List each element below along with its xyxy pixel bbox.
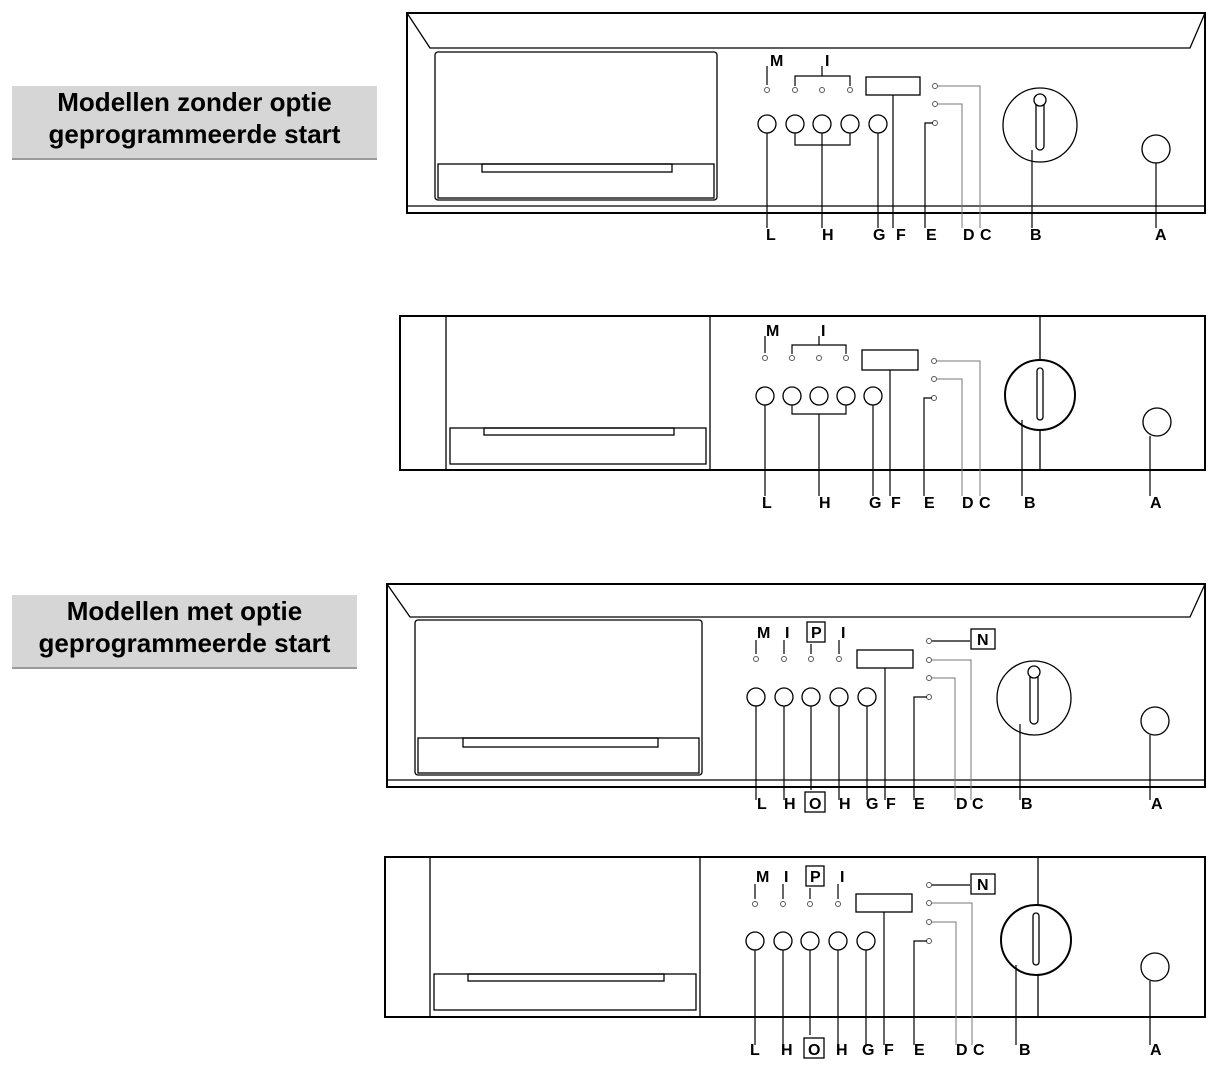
callout-c: C xyxy=(973,1042,985,1059)
callout-e: E xyxy=(914,1042,925,1059)
callout-e: E xyxy=(926,227,937,244)
panel-3: M I P I N L H O H G F E D C B A xyxy=(386,583,1206,813)
callout-c: C xyxy=(979,495,991,512)
section-label-line2: geprogrammeerde start xyxy=(48,119,341,149)
callout-f: F xyxy=(896,227,906,244)
callout-m: M xyxy=(766,323,779,340)
callout-c: C xyxy=(980,227,992,244)
callout-f: F xyxy=(891,495,901,512)
callout-b: B xyxy=(1024,495,1036,512)
callout-a: A xyxy=(1150,495,1162,512)
callout-i: I xyxy=(825,53,829,70)
section-label-line1: Modellen zonder optie xyxy=(57,87,332,117)
callout-n: N xyxy=(977,632,989,649)
callout-b: B xyxy=(1021,796,1033,813)
callout-p: P xyxy=(811,625,822,642)
callout-i: I xyxy=(841,625,845,642)
callout-n: N xyxy=(977,877,989,894)
callout-i: I xyxy=(785,625,789,642)
callout-h: H xyxy=(822,227,834,244)
section-label-line1: Modellen met optie xyxy=(66,596,303,626)
callout-h: H xyxy=(781,1042,793,1059)
callout-g: G xyxy=(866,796,878,813)
callout-h: H xyxy=(784,796,796,813)
callout-a: A xyxy=(1151,796,1163,813)
callout-d: D xyxy=(956,796,968,813)
callout-i: I xyxy=(840,869,844,886)
callout-g: G xyxy=(862,1042,874,1059)
callout-d: D xyxy=(963,227,975,244)
callout-h: H xyxy=(839,796,851,813)
callout-i: I xyxy=(784,869,788,886)
callout-e: E xyxy=(924,495,935,512)
callout-c: C xyxy=(972,796,984,813)
callout-l: L xyxy=(766,227,776,244)
callout-d: D xyxy=(962,495,974,512)
callout-f: F xyxy=(886,796,896,813)
callout-m: M xyxy=(757,625,770,642)
callout-a: A xyxy=(1150,1042,1162,1059)
callout-e: E xyxy=(914,796,925,813)
callout-f: F xyxy=(884,1042,894,1059)
callout-m: M xyxy=(756,869,769,886)
callout-g: G xyxy=(873,227,885,244)
section-label-with-delay: Modellen met optie geprogrammeerde start xyxy=(12,595,357,669)
section-label-line2: geprogrammeerde start xyxy=(38,628,331,658)
callout-d: D xyxy=(956,1042,968,1059)
section-label-without-delay: Modellen zonder optie geprogrammeerde st… xyxy=(12,86,377,160)
callout-m: M xyxy=(770,53,783,70)
callout-l: L xyxy=(750,1042,760,1059)
panel-4: M I P I N L H O H G F E D C B A xyxy=(384,856,1206,1059)
callout-p: P xyxy=(810,869,821,886)
callout-i: I xyxy=(821,323,825,340)
callout-h: H xyxy=(836,1042,848,1059)
panel-2: M I L H G F E D C B A xyxy=(399,315,1206,512)
callout-o: O xyxy=(808,1042,820,1059)
callout-o: O xyxy=(809,796,821,813)
panel-1: M I L H G F E D C B A xyxy=(406,12,1206,244)
callout-a: A xyxy=(1155,227,1167,244)
callout-h: H xyxy=(819,495,831,512)
callout-b: B xyxy=(1019,1042,1031,1059)
callout-g: G xyxy=(869,495,881,512)
callout-l: L xyxy=(757,796,767,813)
callout-l: L xyxy=(762,495,772,512)
callout-b: B xyxy=(1030,227,1042,244)
